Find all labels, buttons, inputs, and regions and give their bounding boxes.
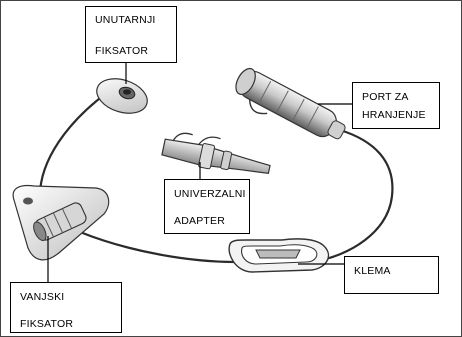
label-feeding-port: PORT ZA HRANJENJE (352, 82, 440, 129)
clamp-device (229, 239, 328, 272)
label-external-fixator: VANJSKI FIKSATOR (10, 282, 122, 333)
label-clamp-line1: KLEMA (354, 266, 391, 277)
feeding-tube-right (312, 130, 392, 262)
feeding-tube (40, 92, 108, 200)
label-feeding-port-line1: PORT ZA (362, 92, 409, 103)
label-universal-adapter-line1: UNIVERZALNI (174, 189, 246, 200)
internal-fixator-disc (92, 73, 151, 120)
label-universal-adapter-line2: ADAPTER (174, 216, 225, 227)
label-internal-fixator-line2: FIKSATOR (95, 46, 148, 57)
label-internal-fixator: UNUTARNJI FIKSATOR (85, 6, 177, 63)
universal-adapter-device (161, 127, 273, 181)
feeding-tube-lower (80, 232, 236, 262)
label-clamp: KLEMA (344, 256, 439, 294)
label-external-fixator-line2: FIKSATOR (20, 319, 73, 330)
label-universal-adapter: UNIVERZALNI ADAPTER (164, 179, 250, 234)
label-feeding-port-line2: HRANJENJE (362, 110, 426, 121)
label-internal-fixator-line1: UNUTARNJI (95, 15, 156, 26)
external-fixator-device (13, 186, 109, 260)
label-external-fixator-line1: VANJSKI (20, 292, 64, 303)
feeding-port-device (228, 65, 349, 152)
